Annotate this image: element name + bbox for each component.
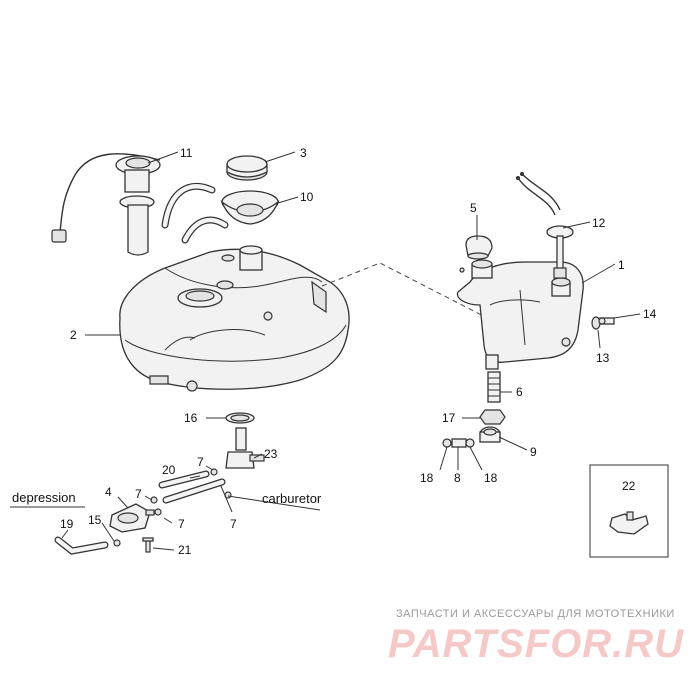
- fuel-level-sender: [51, 153, 161, 256]
- union-fitting: [479, 426, 501, 443]
- fuel-tank: [119, 245, 350, 392]
- callout-9: 9: [530, 445, 537, 459]
- callout-23: 23: [264, 447, 278, 461]
- banjo-bolt: [442, 438, 475, 448]
- callout-6: 6: [516, 385, 523, 399]
- note-depression: depression: [12, 490, 76, 505]
- callout-19: 19: [60, 517, 74, 531]
- callout-3: 3: [300, 146, 307, 160]
- note-carburetor: carburetor: [262, 491, 322, 506]
- callout-labels: 1 2 3 4 5 6 7 7 7 7 8 9 10 11 12 13 14 1…: [12, 146, 657, 557]
- oil-reservoir: [456, 259, 584, 370]
- depression-hose: [54, 536, 109, 555]
- callout-18b: 18: [484, 471, 498, 485]
- fuel-tap: [225, 427, 265, 469]
- pump-clamp: [113, 539, 121, 547]
- watermark: ЗАПЧАСТИ И АКСЕССУАРЫ ДЛЯ МОТОТЕХНИКИ PA…: [388, 608, 684, 666]
- callout-10: 10: [300, 190, 314, 204]
- screw-and-washer: [591, 316, 615, 330]
- fuel-cap: [226, 155, 268, 181]
- oil-level-sensor: [516, 172, 574, 279]
- callout-17: 17: [442, 411, 456, 425]
- breather-hoses: [161, 182, 229, 244]
- callout-11: 11: [180, 146, 193, 160]
- callout-14: 14: [643, 307, 657, 321]
- pipe-fitting: [487, 371, 501, 403]
- callout-5: 5: [470, 201, 477, 215]
- callout-22: 22: [622, 479, 636, 493]
- watermark-brand-logo: PARTSFOR.RU: [388, 622, 684, 666]
- callout-12: 12: [592, 216, 606, 230]
- watermark-tagline: ЗАПЧАСТИ И АКСЕССУАРЫ ДЛЯ МОТОТЕХНИКИ: [396, 608, 675, 620]
- callout-2: 2: [70, 328, 77, 342]
- callout-7b: 7: [135, 487, 142, 501]
- callout-18a: 18: [420, 471, 434, 485]
- callout-16: 16: [184, 411, 198, 425]
- callout-7a: 7: [197, 455, 204, 469]
- callout-15: 15: [88, 513, 102, 527]
- callout-20: 20: [162, 463, 176, 477]
- nut: [479, 409, 506, 425]
- leader-lines: [10, 151, 641, 551]
- filler-neck: [220, 190, 280, 225]
- hose-clamp: [225, 412, 255, 424]
- reservoir-cap: [459, 235, 493, 273]
- pump-screw: [142, 537, 154, 553]
- callout-7c: 7: [178, 517, 185, 531]
- callout-8: 8: [454, 471, 461, 485]
- callout-21: 21: [178, 543, 192, 557]
- vacuum-fuel-pump: [109, 503, 155, 533]
- callout-4: 4: [105, 485, 112, 499]
- callout-13: 13: [596, 351, 610, 365]
- callout-7d: 7: [230, 517, 237, 531]
- callout-1: 1: [618, 258, 625, 272]
- inset-box: [589, 464, 669, 558]
